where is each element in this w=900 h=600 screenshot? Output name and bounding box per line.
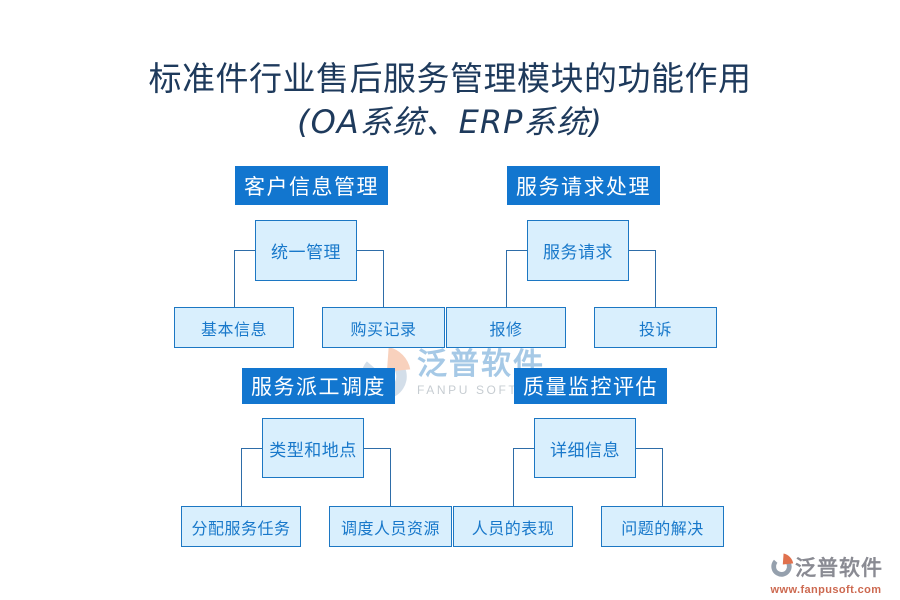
tree-child-node: 购买记录 <box>322 307 445 348</box>
connector-line <box>636 448 662 449</box>
fanpu-swoosh-icon <box>769 553 794 583</box>
connector-line <box>241 448 242 506</box>
connector-line <box>662 448 663 506</box>
connector-line <box>234 250 255 251</box>
connector-line <box>513 448 534 449</box>
connector-line <box>629 250 655 251</box>
tree-child-node: 调度人员资源 <box>329 506 452 547</box>
tree-child-node: 人员的表现 <box>453 506 573 547</box>
footer-url: www.fanpusoft.com <box>770 584 882 596</box>
tree-service-request: 服务请求处理 服务请求 报修 投诉 <box>446 166 718 349</box>
connector-line <box>513 448 514 506</box>
tree-mid-node: 类型和地点 <box>262 418 364 478</box>
connector-line <box>383 250 384 307</box>
tree-header: 客户信息管理 <box>235 166 388 205</box>
connector-line <box>655 250 656 307</box>
tree-mid-node: 服务请求 <box>527 220 629 281</box>
tree-header: 质量监控评估 <box>514 368 667 404</box>
tree-child-node: 分配服务任务 <box>181 506 301 547</box>
tree-customer-info: 客户信息管理 统一管理 基本信息 购买记录 <box>174 166 446 349</box>
tree-mid-node: 详细信息 <box>534 418 636 478</box>
connector-line <box>390 448 391 506</box>
footer-logo: 泛普软件 www.fanpusoft.com <box>769 553 883 596</box>
connector-line <box>241 448 262 449</box>
connector-line <box>234 250 235 307</box>
connector-line <box>357 250 383 251</box>
tree-child-node: 投诉 <box>594 307 717 348</box>
page-subtitle: (OA系统、ERP系统) <box>297 103 603 141</box>
tree-quality-monitoring: 质量监控评估 详细信息 人员的表现 问题的解决 <box>453 368 725 551</box>
page-title: 标准件行业售后服务管理模块的功能作用 <box>148 59 752 98</box>
footer-brand: 泛普软件 <box>795 556 883 580</box>
tree-child-node: 问题的解决 <box>601 506 724 547</box>
connector-line <box>506 250 507 307</box>
tree-child-node: 报修 <box>446 307 566 348</box>
tree-mid-node: 统一管理 <box>255 220 357 281</box>
tree-dispatch-scheduling: 服务派工调度 类型和地点 分配服务任务 调度人员资源 <box>181 368 453 551</box>
tree-header: 服务派工调度 <box>242 368 395 404</box>
connector-line <box>364 448 390 449</box>
connector-line <box>506 250 527 251</box>
tree-header: 服务请求处理 <box>507 166 660 205</box>
tree-child-node: 基本信息 <box>174 307 294 348</box>
